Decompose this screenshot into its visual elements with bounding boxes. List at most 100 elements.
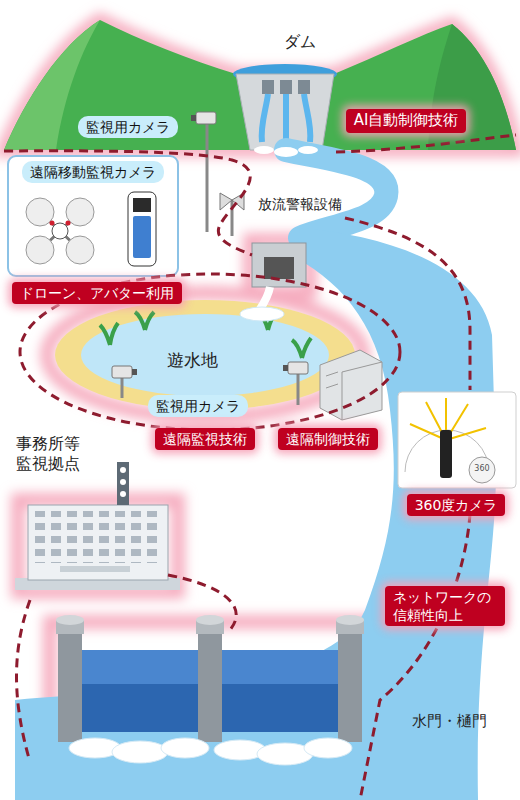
place-label: ダム (284, 32, 316, 52)
water-gate (56, 615, 364, 765)
pink-glow-part (47, 293, 363, 417)
network-lines-part (345, 218, 470, 390)
cameras-part (132, 369, 137, 375)
technology-tag: AI自動制御技術 (346, 109, 467, 133)
retention-basin-part (81, 314, 329, 396)
cameras-part (283, 365, 288, 371)
drone-avatar-panel-part (26, 198, 54, 226)
dam-part (280, 80, 292, 94)
drone-avatar-panel-part (26, 236, 54, 264)
label-text: ネットワークの 信頼性向上 (393, 589, 491, 623)
water-gate-part (304, 738, 352, 758)
office-building-part (120, 467, 126, 473)
siren-part (220, 193, 232, 210)
network-lines-part (360, 514, 470, 800)
water-gate-part (336, 615, 364, 625)
camera-label: 監視用カメラ (78, 116, 178, 138)
drone-avatar-panel-part (66, 221, 71, 226)
technology-tag: 360度カメラ (407, 494, 506, 516)
river-part (286, 150, 386, 238)
camera-360-panel-part (440, 430, 452, 478)
retention-basin-part (135, 312, 154, 330)
office-building-part (28, 505, 168, 580)
drone-avatar-panel-part (128, 192, 156, 266)
office-building-part (34, 511, 162, 563)
technology-tag: ネットワークの 信頼性向上 (385, 586, 505, 626)
label-text: 360度カメラ (415, 497, 498, 513)
drone-avatar-panel-part (133, 216, 151, 258)
river-part (254, 146, 274, 154)
cameras-part (297, 374, 300, 405)
water-gate-part (112, 741, 168, 763)
drone-avatar-panel-part (52, 223, 68, 239)
network-lines-part (168, 575, 236, 630)
pink-glow-part (18, 500, 178, 592)
office-building-part (120, 479, 126, 485)
water-gate-part (82, 650, 198, 732)
cameras-part (288, 362, 308, 374)
retention-basin (55, 300, 355, 410)
pink-glow-part (4, 20, 516, 150)
mountains (4, 20, 516, 150)
dam-part (298, 80, 310, 94)
office-building-part (117, 462, 129, 505)
water-gate-part (58, 632, 82, 742)
water-gate-part (222, 650, 338, 684)
inflow-structure-part (240, 307, 284, 321)
dam-part (262, 80, 274, 94)
dam-part (283, 94, 289, 142)
water-gate-part (161, 738, 209, 758)
drone-avatar-panel-part (66, 198, 94, 226)
label-text: 遠隔監視技術 (163, 431, 247, 447)
office-building-part (120, 491, 126, 497)
camera-360-panel-part (469, 457, 495, 483)
label-text: 監視用カメラ (156, 398, 240, 414)
drone-avatar-panel-part (66, 236, 94, 264)
cameras-part (112, 366, 132, 378)
network-lines-part (336, 135, 516, 152)
siren (220, 193, 244, 236)
camera-label: 監視用カメラ (148, 395, 248, 417)
drone-avatar-panel (8, 156, 178, 276)
outlet-structure-part (320, 350, 382, 420)
network-lines-part (20, 274, 400, 430)
equipment-label: 放流警報設備 (258, 196, 342, 214)
camera-label: 遠隔移動監視カメラ (22, 161, 164, 183)
network-lines-part (4, 151, 252, 255)
place-label: 事務所等 監視拠点 (16, 434, 86, 474)
label-text: AI自動制御技術 (354, 111, 459, 129)
river-part (298, 146, 318, 154)
cameras-part (121, 378, 124, 398)
water-gate-part (338, 632, 362, 742)
retention-basin-part (292, 338, 311, 358)
inflow-structure-part (264, 257, 294, 279)
label-text: 遠隔制御技術 (286, 431, 370, 447)
label-text: 遠隔移動監視カメラ (30, 164, 156, 180)
cameras-part (206, 124, 209, 232)
water-gate-part (196, 615, 224, 625)
retention-basin-part (55, 300, 355, 410)
label-text: ドローン、アバター利用 (20, 285, 174, 301)
dam-part (304, 94, 310, 142)
office-building-part (60, 566, 130, 572)
water-gate-part (198, 632, 222, 742)
place-label: 水門・樋門 (412, 712, 487, 731)
cameras-part (191, 115, 196, 121)
icon-text: 360 (474, 464, 489, 474)
dam-part (262, 94, 268, 142)
water-gate-part (56, 615, 84, 625)
water-gate-part (82, 650, 198, 684)
drone-avatar-panel-part (133, 198, 151, 212)
camera-360-panel-part (398, 392, 516, 488)
place-label: 遊水地 (167, 350, 218, 371)
outlet-structure (320, 350, 382, 420)
office-building (15, 462, 180, 590)
technology-tag: 遠隔監視技術 (155, 428, 255, 450)
network-lines (4, 135, 516, 800)
water-gate-part (222, 650, 338, 732)
camera-360-panel (398, 392, 516, 488)
river-part (274, 147, 298, 157)
drone-avatar-panel-part (50, 221, 55, 226)
dam (233, 64, 337, 150)
